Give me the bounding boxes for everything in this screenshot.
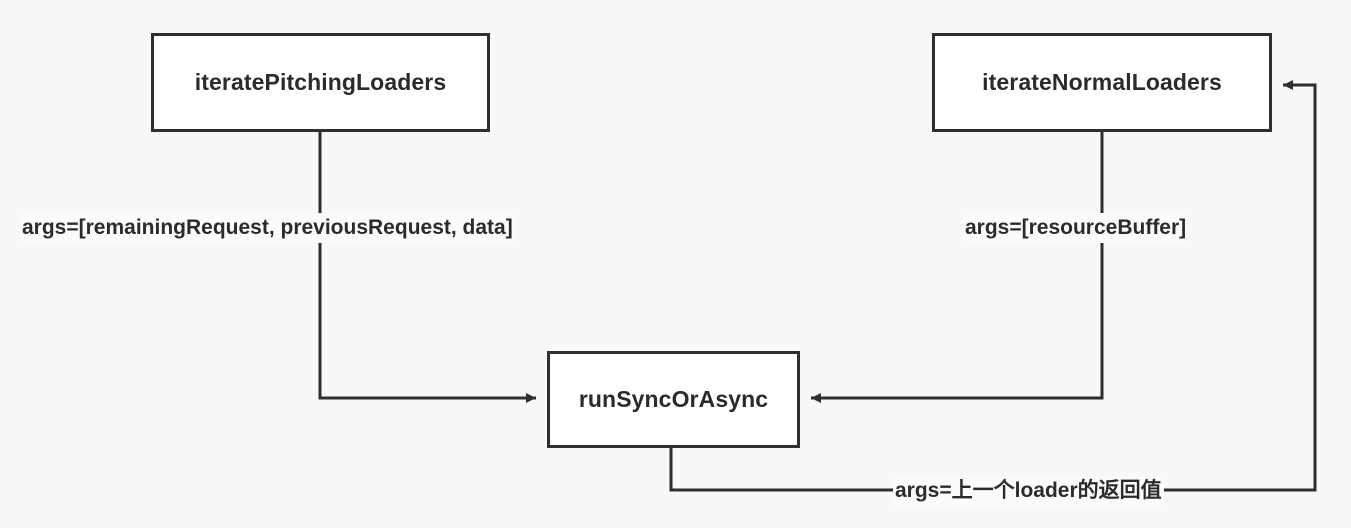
edge-normal-to-runsync xyxy=(811,132,1104,403)
node-label: iterateNormalLoaders xyxy=(982,69,1222,95)
node-iterate-normal-loaders[interactable]: iterateNormalLoaders xyxy=(932,33,1272,132)
node-label: iteratePitchingLoaders xyxy=(194,69,447,95)
edge-label-normal-args: args=[resourceBuffer] xyxy=(963,213,1189,243)
edge-pitching-to-runsync xyxy=(318,132,536,403)
edge-label-pitching-args: args=[remainingRequest, previousRequest,… xyxy=(20,213,515,243)
node-iterate-pitching-loaders[interactable]: iteratePitchingLoaders xyxy=(151,33,490,132)
edge-runsync-to-normal xyxy=(669,80,1317,492)
node-run-sync-or-async[interactable]: runSyncOrAsync xyxy=(547,351,800,448)
edge-label-return-args: args=上一个loader的返回值 xyxy=(893,476,1164,506)
node-label: runSyncOrAsync xyxy=(578,386,769,412)
